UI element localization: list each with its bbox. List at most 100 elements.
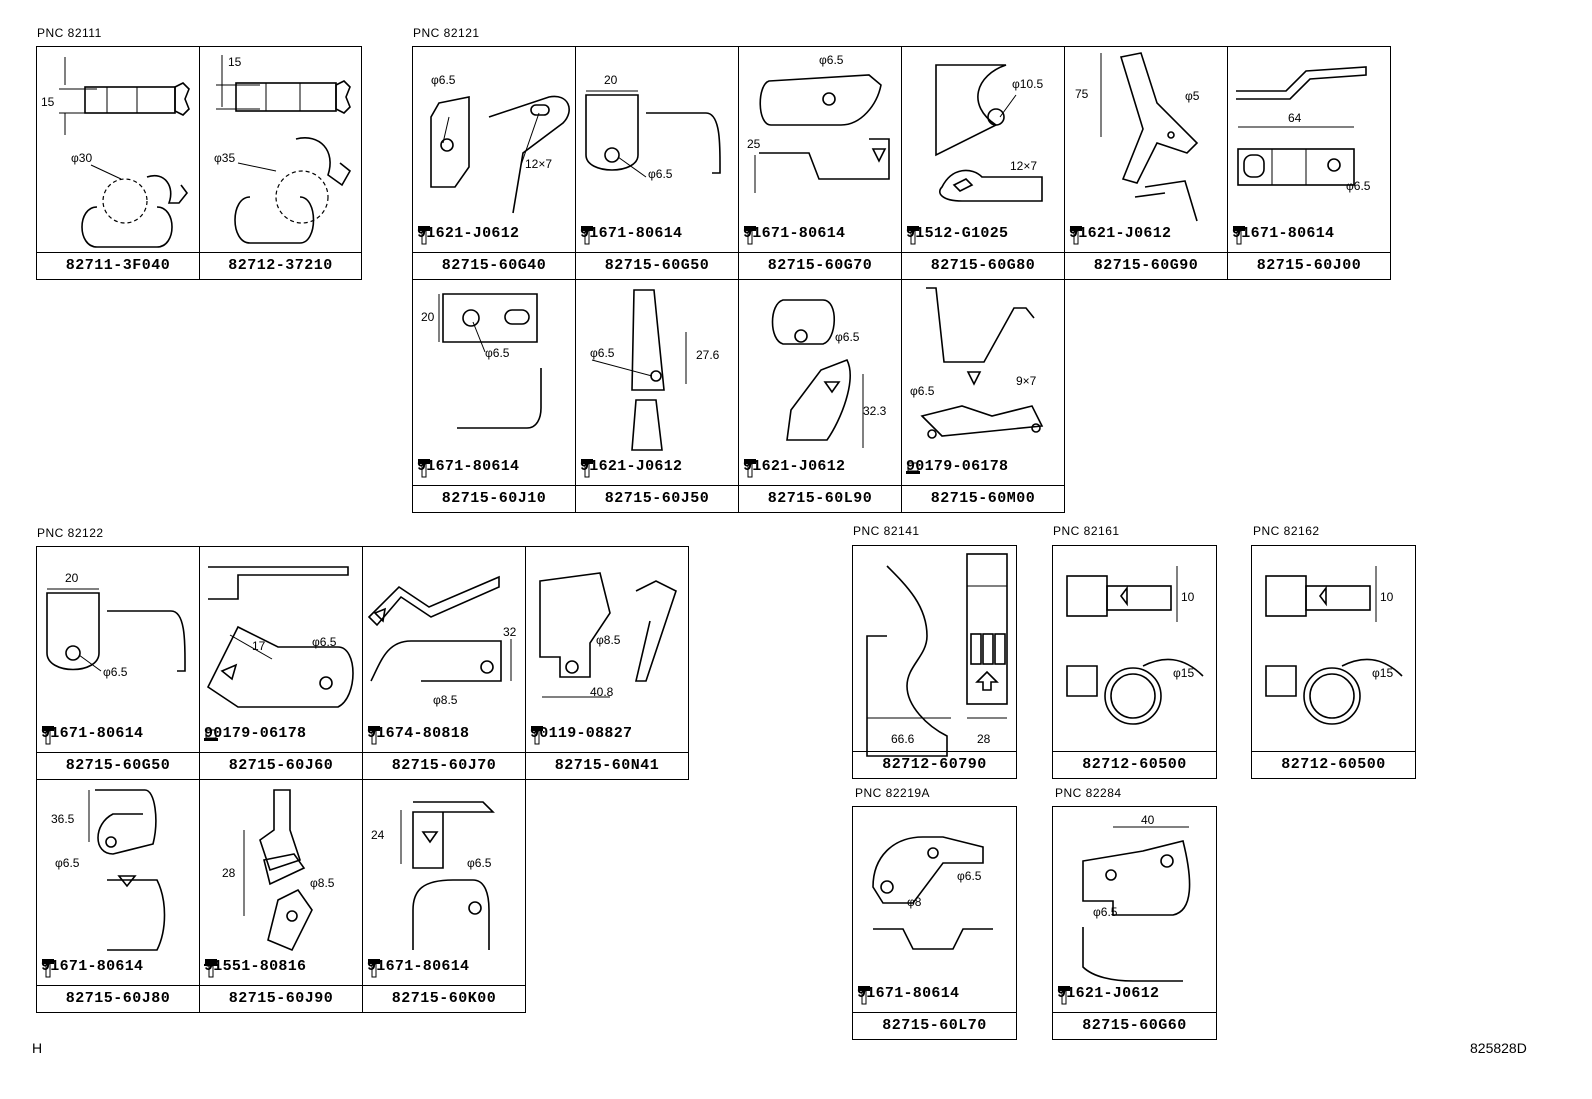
part-cell-82715-60j00[interactable]: 64 φ6.5 91671-80614 82715-60J00 — [1227, 46, 1391, 280]
clamp-drawing — [1066, 566, 1204, 725]
part-cell-82715-60j50[interactable]: φ6.5 27.6 91621-J0612 82715-60J50 — [575, 279, 739, 513]
dim-label: 17 — [252, 639, 266, 653]
dim-label: 20 — [604, 73, 618, 87]
part-cell-82715-60g50-b[interactable]: 20 φ6.5 91671-80614 82715-60G50 — [36, 546, 200, 780]
dim-label: φ6.5 — [1093, 905, 1118, 919]
part-number: 82715-60J70 — [363, 752, 525, 779]
part-cell-82711-3f040[interactable]: 15 φ30 82711-3F040 — [36, 46, 200, 280]
bolt-label: 91671-80614 — [367, 958, 469, 978]
bracket-drawing — [591, 289, 687, 451]
dim-label: 40 — [1141, 813, 1155, 827]
pnc-label-82161: PNC 82161 — [1053, 524, 1120, 538]
bracket-drawing — [1236, 66, 1367, 186]
part-cell-82715-60g40[interactable]: φ6.5 12×7 91621-J0612 82715-60G40 — [412, 46, 576, 280]
part-number: 82715-60G50 — [576, 252, 738, 279]
flange-nut-icon — [204, 729, 218, 741]
part-cell-82715-60g60[interactable]: 40 φ6.5 91621-J0612 82715-60G60 — [1052, 806, 1217, 1040]
bracket-drawing — [920, 287, 1044, 439]
dim-label: φ6.5 — [648, 167, 673, 181]
part-number: 82715-60G50 — [37, 752, 199, 779]
dim-label: φ30 — [71, 151, 93, 165]
part-cell-82715-60l90[interactable]: φ6.5 32.3 91621-J0612 82715-60L90 — [738, 279, 902, 513]
dim-label: φ8 — [907, 895, 922, 909]
dim-label: 15 — [41, 95, 55, 109]
bolt-label: 91671-80614 — [41, 725, 143, 745]
bolt-icon — [531, 726, 543, 745]
part-cell-82712-60790[interactable]: 66.6 28 82712-60790 — [852, 545, 1017, 779]
dim-label: 75 — [1075, 87, 1089, 101]
footer-left-code: H — [32, 1040, 43, 1056]
bracket-drawing — [367, 575, 512, 682]
bracket-drawing — [243, 789, 313, 952]
dim-label: φ35 — [214, 151, 236, 165]
part-cell-82715-60n41[interactable]: φ8.5 40.8 90119-08827 82715-60N41 — [525, 546, 689, 780]
bolt-icon — [1233, 226, 1245, 245]
part-cell-82712-60500-b[interactable]: 10 φ15 82712-60500 — [1251, 545, 1416, 779]
flange-nut-icon — [906, 462, 920, 474]
dim-label: φ6.5 — [819, 53, 844, 67]
dim-label: φ6.5 — [431, 73, 456, 87]
bolt-icon — [581, 226, 593, 245]
dim-label: φ8.5 — [433, 693, 458, 707]
bolt-label: 91621-J0612 — [580, 458, 682, 478]
part-cell-82715-60g50[interactable]: 20 φ6.5 91671-80614 82715-60G50 — [575, 46, 739, 280]
dim-label: 32 — [503, 625, 517, 639]
bracket-drawing — [771, 299, 864, 448]
part-number: 82712-60500 — [1053, 751, 1216, 778]
part-number: 82715-60G60 — [1053, 1012, 1216, 1039]
part-cell-82715-60j70[interactable]: 32 φ8.5 91674-80818 82715-60J70 — [362, 546, 526, 780]
dim-label: φ6.5 — [485, 346, 510, 360]
part-cell-82715-60j80[interactable]: 36.5 φ6.5 91671-80614 82715-60J80 — [36, 779, 200, 1013]
clamp-drawing — [216, 55, 352, 244]
part-number: 82715-60G70 — [739, 252, 901, 279]
pnc-label-82111: PNC 82111 — [37, 26, 102, 40]
clamp-drawing — [1265, 566, 1403, 725]
pnc-label-82122: PNC 82122 — [37, 526, 104, 540]
part-cell-82715-60g70[interactable]: φ6.5 25 91671-80614 82715-60G70 — [738, 46, 902, 280]
part-number: 82715-60J80 — [37, 985, 199, 1012]
bolt-icon — [1058, 986, 1070, 1005]
illustration-number: 825828D — [1470, 1040, 1527, 1056]
dim-label: 64 — [1288, 111, 1302, 125]
part-number: 82715-60N41 — [526, 752, 688, 779]
bolt-icon — [418, 226, 430, 245]
dim-label: φ6.5 — [467, 856, 492, 870]
part-cell-82715-60j10[interactable]: 20 φ6.5 91671-80614 82715-60J10 — [412, 279, 576, 513]
bracket-drawing — [754, 74, 890, 193]
bolt-icon — [858, 986, 870, 1005]
part-number: 82715-60G40 — [413, 252, 575, 279]
part-cell-82715-60g90[interactable]: 75 φ5 91621-J0612 82715-60G90 — [1064, 46, 1228, 280]
clip-drawing — [866, 553, 1008, 757]
part-cell-82715-60l70[interactable]: φ6.5 φ8 91671-80614 82715-60L70 — [852, 806, 1017, 1040]
part-cell-82715-60g80[interactable]: φ10.5 12×7 91512-G1025 82715-60G80 — [901, 46, 1065, 280]
bolt-label: 91621-J0612 — [1057, 985, 1159, 1005]
part-number: 82711-3F040 — [37, 252, 199, 279]
bracket-drawing — [539, 572, 677, 698]
part-number: 82715-60J00 — [1228, 252, 1390, 279]
pnc-label-82162: PNC 82162 — [1253, 524, 1320, 538]
bracket-drawing — [400, 801, 495, 950]
pnc-label-82219a: PNC 82219A — [855, 786, 931, 800]
dim-label: 36.5 — [51, 812, 75, 826]
part-cell-82715-60k00[interactable]: 24 φ6.5 91671-80614 82715-60K00 — [362, 779, 526, 1013]
dim-label: φ15 — [1173, 666, 1195, 680]
bracket-drawing — [1082, 826, 1191, 982]
bracket-drawing — [430, 95, 570, 214]
bolt-label: 91671-80614 — [1232, 225, 1334, 245]
dim-label: 10 — [1380, 590, 1394, 604]
bolt-label: 91621-J0612 — [743, 458, 845, 478]
part-cell-82712-60500-a[interactable]: 10 φ15 82712-60500 — [1052, 545, 1217, 779]
dim-label: φ8.5 — [596, 633, 621, 647]
part-cell-82715-60j90[interactable]: 28 φ8.5 91551-80816 82715-60J90 — [199, 779, 363, 1013]
dim-label: φ6.5 — [957, 869, 982, 883]
pnc-label-82284: PNC 82284 — [1055, 786, 1122, 800]
pnc-label-82141: PNC 82141 — [853, 524, 920, 538]
bolt-icon — [418, 459, 430, 478]
part-cell-82712-37210[interactable]: 15 φ35 82712-37210 — [199, 46, 362, 280]
dim-label: 28 — [222, 866, 236, 880]
bolt-label: 90179-06178 — [204, 725, 306, 742]
bolt-icon — [907, 226, 919, 245]
part-cell-82715-60j60[interactable]: 17 φ6.5 90179-06178 82715-60J60 — [199, 546, 363, 780]
bolt-label: 90119-08827 — [530, 725, 632, 745]
part-cell-82715-60m00[interactable]: φ6.5 9×7 90179-06178 82715-60M00 — [901, 279, 1065, 513]
